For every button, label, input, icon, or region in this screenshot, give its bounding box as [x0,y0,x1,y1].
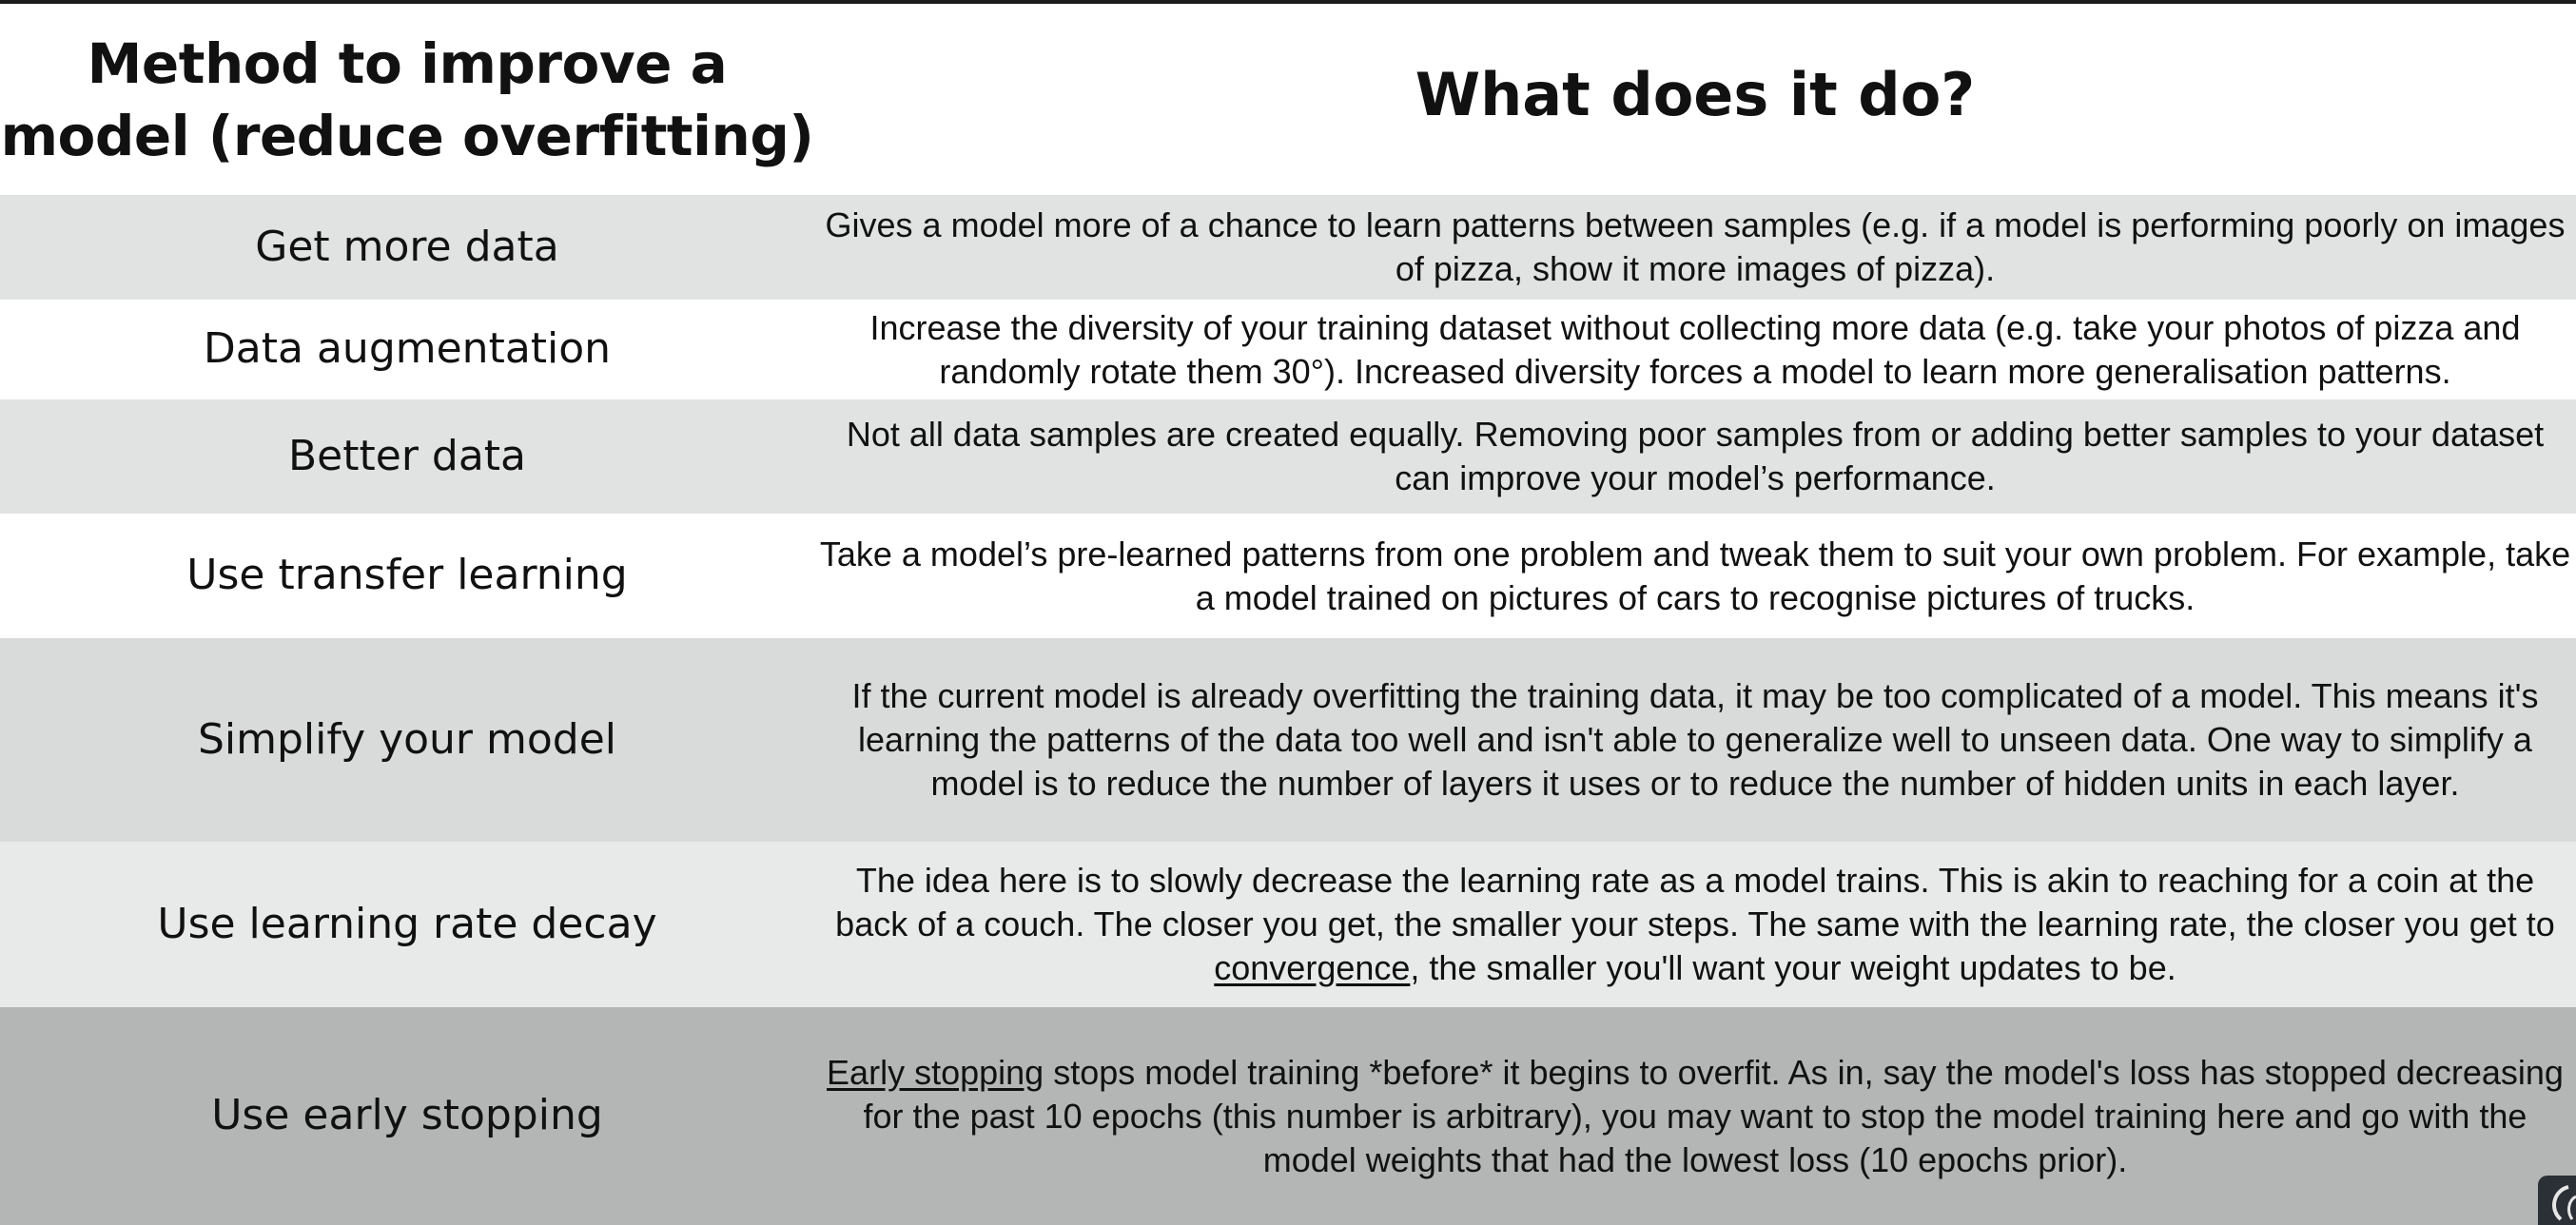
description-text: Increase the diversity of your training … [869,307,2521,391]
description-cell: Take a model’s pre-learned patterns from… [814,514,2576,638]
logo-arc-icon [2552,1185,2576,1221]
description-text: Not all data samples are created equally… [846,415,2545,497]
description-text: If the current model is already overfitt… [851,676,2539,803]
slide: Method to improve a model (reduce overfi… [0,4,2576,1225]
table-row: Data augmentation Increase the diversity… [0,300,2576,399]
player-logo-icon[interactable] [2538,1176,2576,1225]
description-cell: Gives a model more of a chance to learn … [814,195,2576,300]
method-cell: Use transfer learning [186,551,628,600]
description-cell: The idea here is to slowly decrease the … [814,842,2576,1007]
method-cell: Data augmentation [203,324,612,374]
method-column-header: Method to improve a model (reduce overfi… [0,30,814,168]
method-cell: Better data [287,431,526,480]
description-text: The idea here is to slowly decrease the … [818,859,2572,990]
table-row: Use transfer learning Take a model’s pre… [0,514,2576,638]
description-cell: If the current model is already overfitt… [814,638,2576,842]
description-text: Take a model’s pre-learned patterns from… [819,534,2571,617]
table-row: Simplify your model If the current model… [0,638,2576,842]
description-text: Early stopping stops model training *bef… [818,1051,2572,1182]
table-row: Better data Not all data samples are cre… [0,399,2576,514]
description-text-part: , the smaller you'll want your weight up… [1410,948,2176,987]
table-row: Use learning rate decay The idea here is… [0,842,2576,1007]
table-row: Get more data Gives a model more of a ch… [0,195,2576,300]
table-row: Use early stopping Early stopping stops … [0,1007,2576,1225]
method-cell: Use learning rate decay [157,899,657,948]
description-cell: Early stopping stops model training *bef… [814,1007,2576,1225]
method-cell: Get more data [255,222,559,271]
table-header: Method to improve a model (reduce overfi… [0,4,2576,195]
description-cell: Not all data samples are created equally… [814,399,2576,514]
early-stopping-link[interactable]: Early stopping [827,1052,1044,1092]
description-column-header: What does it do? [1415,59,1976,129]
method-cell: Use early stopping [211,1091,603,1140]
description-text-part: stops model training *before* it begins … [863,1052,2564,1179]
method-cell: Simplify your model [197,714,617,764]
convergence-link[interactable]: convergence [1214,948,1411,987]
description-text-part: The idea here is to slowly decrease the … [835,861,2555,943]
description-cell: Increase the diversity of your training … [814,300,2576,399]
description-text: Gives a model more of a chance to learn … [825,205,2566,288]
